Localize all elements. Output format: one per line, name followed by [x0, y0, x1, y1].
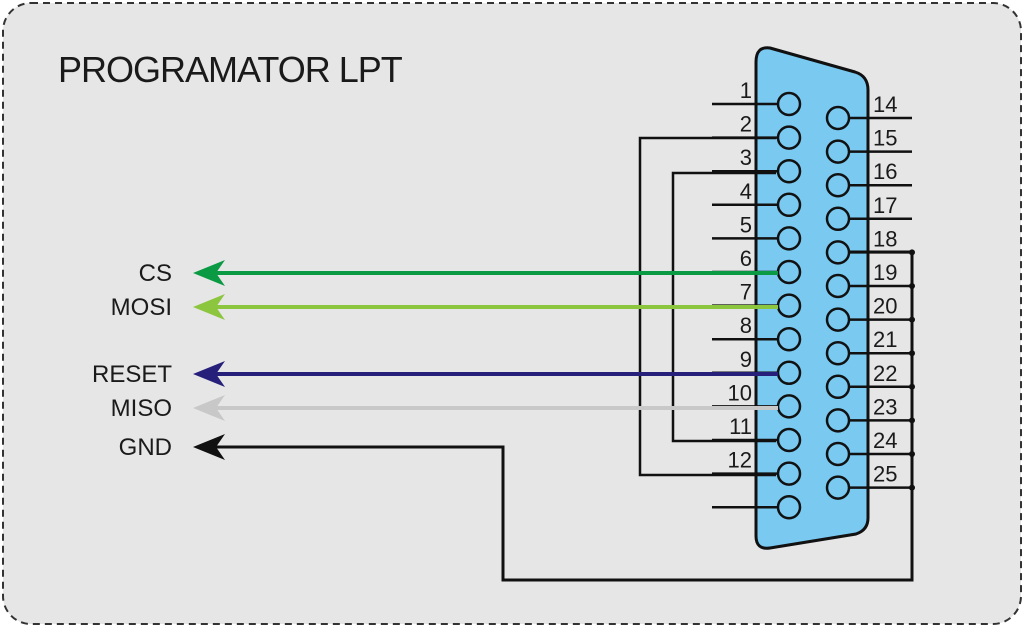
- right-pin-hole: [825, 340, 851, 366]
- left-pin-number: 1: [740, 78, 752, 103]
- left-pin-number: 2: [740, 112, 752, 137]
- left-pin-hole: [776, 226, 802, 251]
- right-pin-hole: [825, 240, 851, 265]
- left-pin-hole: [776, 494, 802, 520]
- right-pin-hole: [825, 206, 851, 232]
- right-pin-number: 24: [873, 428, 897, 453]
- right-pin-number: 15: [873, 126, 897, 151]
- gnd-junction-dot: [909, 451, 915, 457]
- right-pin-number: 18: [873, 226, 897, 251]
- signal-label: MISO: [111, 395, 172, 422]
- right-pin-number: 14: [873, 92, 897, 117]
- left-pin-number: 3: [740, 145, 752, 170]
- right-pin-hole: [825, 441, 851, 467]
- left-pin-number: 7: [740, 280, 752, 305]
- left-pin-hole: [776, 394, 802, 419]
- left-pin-hole: [776, 158, 802, 184]
- right-pin-hole: [825, 408, 851, 433]
- right-pin-number: 20: [873, 294, 897, 319]
- right-pin-number: 19: [873, 260, 897, 285]
- left-pin-hole: [776, 360, 802, 386]
- left-pin-number: 8: [740, 313, 752, 338]
- right-pin-hole: [825, 105, 851, 131]
- right-pin-column: 14 15 16 17 18 19 20 21 22 23 24 25: [825, 92, 915, 500]
- signal-arrowhead: [193, 434, 225, 460]
- signal-arrowhead: [193, 361, 225, 387]
- right-pin-number: 16: [873, 159, 897, 184]
- signal-arrowhead: [193, 395, 225, 421]
- signal-label: RESET: [92, 361, 172, 388]
- left-pin-number: 9: [740, 347, 752, 372]
- left-pin-hole: [776, 259, 802, 285]
- right-pin-number: 21: [873, 327, 897, 352]
- right-pin-hole: [825, 273, 851, 299]
- left-pin-hole: [776, 125, 802, 150]
- signal-arrowhead: [193, 294, 225, 320]
- right-pin-hole: [825, 307, 851, 332]
- diagram-title: PROGRAMATOR LPT: [58, 49, 403, 90]
- right-pin-hole: [825, 475, 851, 500]
- left-pin-hole: [776, 293, 802, 318]
- gnd-junction-dot: [909, 283, 915, 289]
- signal-lines: CS MOSI RESET MISO GND: [92, 260, 778, 461]
- signal-label: MOSI: [111, 294, 172, 321]
- right-pin-number: 22: [873, 361, 897, 386]
- gnd-junction-dot: [909, 383, 915, 390]
- signal-label: GND: [119, 434, 172, 461]
- gnd-junction-dot: [909, 350, 915, 357]
- right-pin-number: 17: [873, 193, 897, 218]
- right-pin-number: 25: [873, 462, 897, 487]
- left-pin-hole: [776, 192, 802, 218]
- left-pin-number: 5: [740, 212, 752, 237]
- left-pin-number: 10: [728, 380, 752, 405]
- left-pin-number: 11: [729, 414, 752, 439]
- right-pin-hole: [825, 139, 851, 164]
- gnd-junction-dot: [909, 316, 915, 323]
- right-pin-number: 23: [873, 394, 897, 419]
- left-pin-hole: [776, 427, 802, 453]
- right-pin-hole: [825, 374, 851, 400]
- left-pin-number: 6: [740, 246, 752, 271]
- right-pin-hole: [825, 172, 851, 198]
- gnd-junction-dot: [909, 249, 915, 256]
- gnd-junction-dot: [909, 484, 915, 491]
- signal-label: CS: [139, 260, 172, 287]
- left-pin-hole: [776, 461, 802, 486]
- left-pin-number: 12: [728, 448, 752, 473]
- left-pin-hole: [776, 91, 802, 117]
- left-pin-hole: [776, 326, 802, 352]
- gnd-junction-dot: [909, 417, 915, 424]
- left-pin-number: 4: [740, 179, 752, 204]
- signal-arrowhead: [193, 260, 225, 286]
